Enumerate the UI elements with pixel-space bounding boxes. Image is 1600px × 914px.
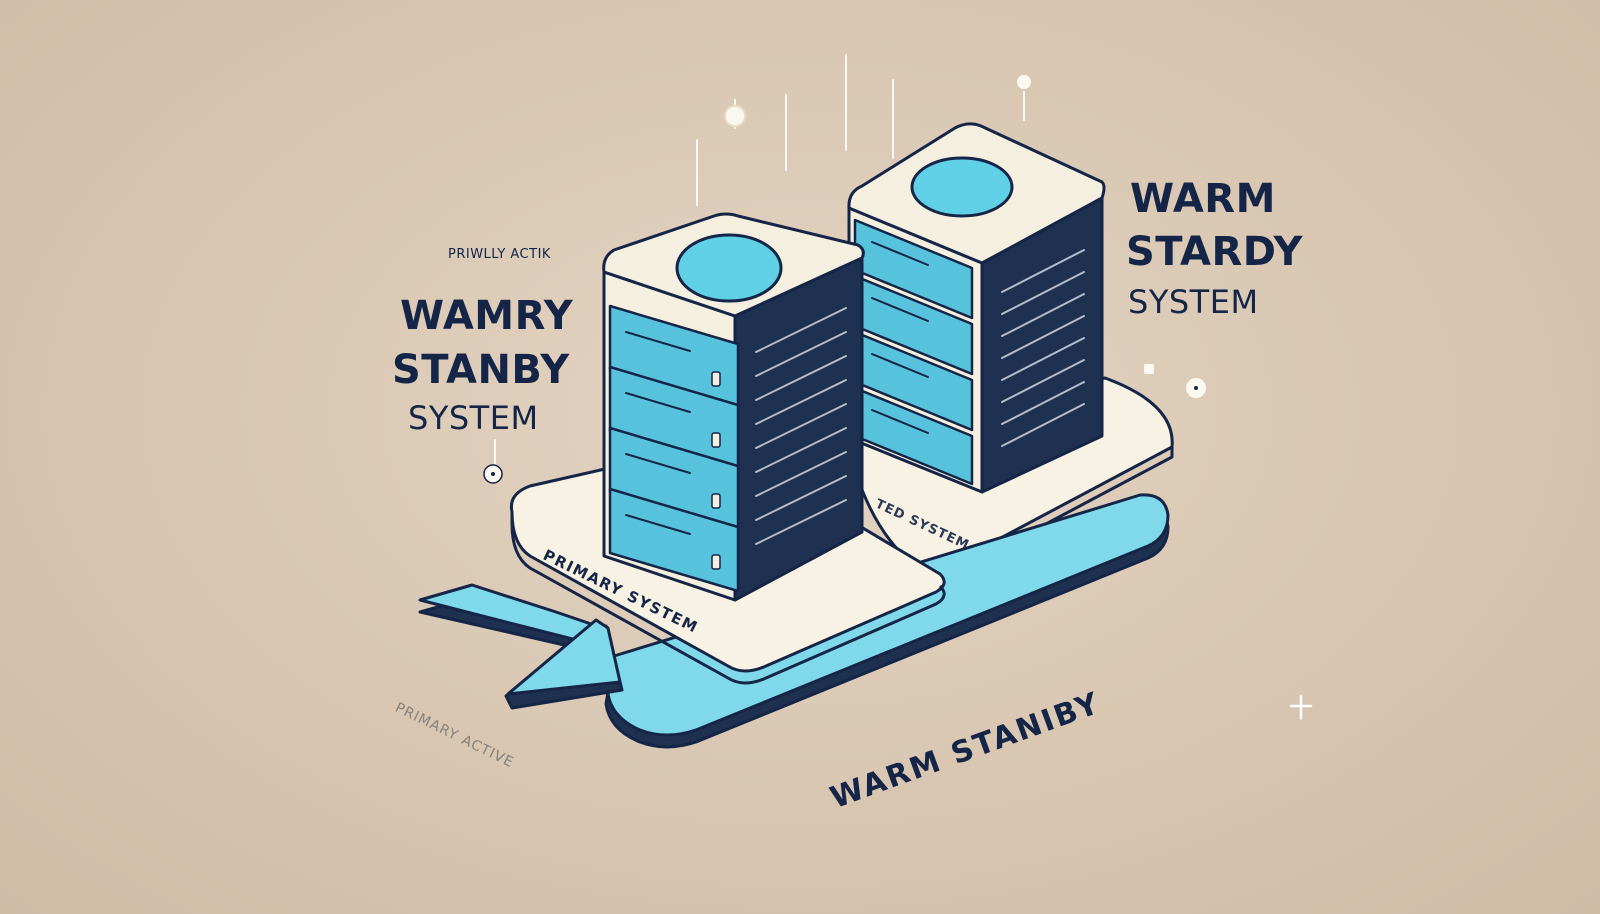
left-title-line-1: WAMRY [400,293,574,339]
right-title-line-3: SYSTEM [1128,283,1259,321]
decor-dot-center [1194,386,1198,390]
right-title-line-1: WARM [1130,176,1276,222]
decor-sparkle [1144,364,1154,374]
standby-server-drive-slots [871,241,929,434]
standby-server [847,122,1106,494]
standby-server-disk [910,156,1014,218]
primary-server-disk [675,233,783,303]
left-caption-label: PRIWLLY ACTIK [448,247,551,262]
primary-server [602,212,865,602]
decor-dot [724,105,746,127]
decor-dot-center [491,472,495,476]
primary-server-drive-slots [625,331,691,535]
left-title-line-3: SYSTEM [408,399,539,437]
decor-hanging-lines [494,54,1025,467]
primary-server-drives [608,304,740,593]
decor-plus [1289,694,1313,720]
primary-server-vents [755,307,847,545]
standby-server-vents [1001,249,1085,447]
primary-server-leds [711,371,721,570]
left-title-line-2: STANBY [392,347,570,393]
right-title-line-2: STARDY [1126,229,1304,275]
decor-dot [1017,75,1031,89]
